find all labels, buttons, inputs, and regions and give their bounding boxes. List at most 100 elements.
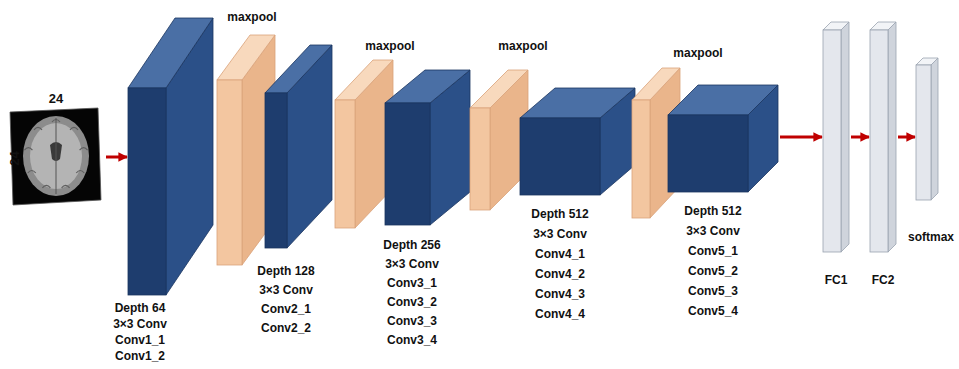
shape-outline	[668, 85, 778, 192]
sulcus	[76, 171, 84, 174]
layer-label: maxpool	[498, 38, 547, 54]
maxpool-slab: maxpool	[470, 70, 528, 210]
layer-caption: maxpool	[227, 9, 276, 25]
side-face	[888, 22, 896, 252]
mri-slice	[10, 108, 101, 205]
layer-label: maxpool	[227, 9, 276, 25]
layer-label: Conv5_3	[684, 281, 741, 301]
layer-caption: softmax	[908, 229, 954, 245]
layer-caption: maxpool	[673, 45, 722, 61]
layer-label: Conv1_1	[113, 332, 167, 348]
layer-label: Depth 256	[383, 236, 440, 255]
layer-caption: maxpool	[498, 38, 547, 54]
maxpool-slab: maxpool	[335, 60, 393, 228]
top-face	[668, 85, 778, 115]
front-face	[632, 100, 650, 218]
side-face	[841, 22, 849, 252]
layer-label: Conv3_4	[383, 331, 440, 350]
flow-arrow	[106, 156, 127, 159]
layer-label: Depth 512	[531, 204, 588, 224]
layer-caption: Depth 5123×3 ConvConv4_1Conv4_2Conv4_3Co…	[531, 204, 588, 324]
sulcus	[24, 148, 32, 151]
shape-outline	[335, 60, 393, 228]
layer-label: Conv5_1	[684, 241, 741, 261]
layer-caption: Depth 5123×3 ConvConv5_1Conv5_2Conv5_3Co…	[684, 201, 741, 321]
layer-label: Depth 512	[684, 201, 741, 221]
shape-outline	[520, 88, 635, 195]
layer-label: Depth 64	[113, 300, 167, 316]
layer-label: FC1	[825, 272, 848, 288]
layer-label: Conv5_2	[684, 261, 741, 281]
brain	[23, 116, 89, 196]
top-face	[520, 88, 635, 118]
flow-arrow	[851, 136, 869, 139]
top-face	[217, 35, 275, 80]
layer-label: softmax	[908, 229, 954, 245]
top-face	[385, 70, 470, 103]
front-face	[823, 30, 841, 252]
layer-label: Conv3_3	[383, 312, 440, 331]
sulcus	[42, 185, 50, 188]
sulcus	[62, 185, 70, 188]
layer-label: Conv2_1	[257, 300, 314, 319]
front-face	[916, 65, 931, 200]
layer-label: Conv4_3	[531, 284, 588, 304]
layer-label: Conv3_1	[383, 274, 440, 293]
flow-arrow	[780, 136, 822, 139]
layer-caption: FC2	[872, 272, 895, 288]
layer-label: 3×3 Conv	[113, 316, 167, 332]
conv-block: Depth 1283×3 ConvConv2_1Conv2_2	[265, 45, 332, 248]
input-image: 2424	[6, 104, 104, 208]
front-face	[265, 93, 287, 248]
front-face	[385, 103, 430, 225]
layer-label: Conv5_4	[684, 301, 741, 321]
front-face	[668, 115, 748, 192]
layer-label: FC2	[872, 272, 895, 288]
conv-block: Depth 5123×3 ConvConv5_1Conv5_2Conv5_3Co…	[668, 85, 778, 192]
shape-outline	[265, 45, 332, 248]
sulcus	[34, 127, 42, 130]
layer-label: Conv3_2	[383, 293, 440, 312]
image-frame	[10, 108, 101, 205]
shape-outline	[870, 22, 896, 252]
top-face	[128, 18, 213, 88]
layer-caption: maxpool	[365, 38, 414, 54]
front-face	[470, 108, 490, 210]
shape-outline	[916, 58, 938, 200]
top-face	[470, 70, 528, 108]
fc-layer: FC2	[870, 22, 896, 252]
layer-label: Conv4_4	[531, 304, 588, 324]
midline	[56, 118, 57, 194]
conv-block: Depth 643×3 ConvConv1_1Conv1_2	[128, 18, 213, 295]
top-face	[335, 60, 393, 100]
layer-label: 3×3 Conv	[684, 221, 741, 241]
front-face	[870, 30, 888, 252]
layer-caption: Depth 2563×3 ConvConv3_1Conv3_2Conv3_3Co…	[383, 236, 440, 350]
layer-label: 3×3 Conv	[257, 281, 314, 300]
dimension-label: 24	[7, 151, 22, 165]
top-face	[632, 68, 680, 100]
front-face	[335, 100, 355, 228]
front-face	[520, 118, 600, 195]
fc-layer: FC1	[823, 22, 849, 252]
layer-caption: FC1	[825, 272, 848, 288]
top-face	[265, 45, 332, 93]
front-face	[128, 88, 166, 295]
conv-block: Depth 5123×3 ConvConv4_1Conv4_2Conv4_3Co…	[520, 88, 635, 195]
sulcus	[28, 171, 36, 174]
sulcus	[80, 148, 88, 151]
layer-label: Conv4_2	[531, 264, 588, 284]
top-face	[916, 58, 938, 65]
layer-label: Depth 128	[257, 262, 314, 281]
layer-caption: Depth 643×3 ConvConv1_1Conv1_2	[113, 300, 167, 364]
shape-outline	[128, 18, 213, 295]
layer-label: maxpool	[673, 45, 722, 61]
flow-arrow	[898, 136, 915, 139]
front-face	[217, 80, 242, 265]
shape-outline	[385, 70, 470, 225]
layer-label: Conv2_2	[257, 319, 314, 338]
shape-outline	[470, 70, 528, 210]
layer-label: 3×3 Conv	[383, 255, 440, 274]
layer-label: Conv1_2	[113, 348, 167, 364]
